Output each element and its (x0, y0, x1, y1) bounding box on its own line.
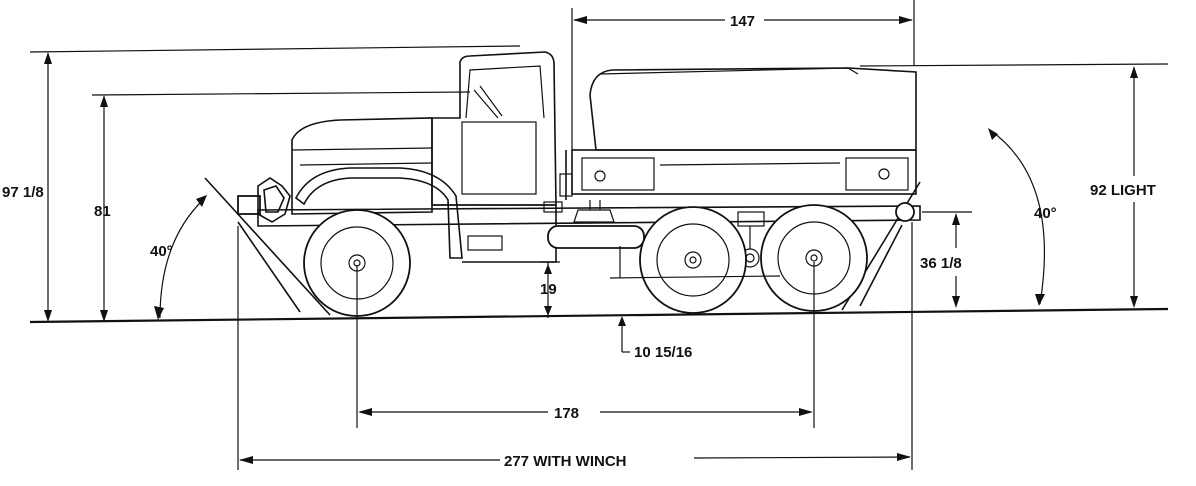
suspension (737, 211, 765, 227)
departure-angle-label: 40° (1034, 205, 1057, 222)
ground-clearance-label: 19 (540, 281, 557, 298)
hood (291, 117, 433, 215)
wheelbase-label: 178 (554, 405, 579, 422)
height-light-label: 92 LIGHT (1090, 182, 1156, 199)
tank-length-label: 147 (730, 13, 755, 30)
tank-truck-outline (29, 51, 1169, 324)
approach-angle-label: 40° (150, 243, 173, 260)
dimension-lines (29, 0, 1169, 470)
air-tank (547, 225, 645, 249)
tank (589, 67, 917, 151)
tail-light (895, 202, 915, 222)
tank-compartment (571, 149, 917, 195)
tailgate-height-label: 36 1/8 (920, 255, 962, 272)
cab (431, 51, 557, 206)
rear-wheel-1 (639, 206, 747, 314)
ground-line (29, 307, 1169, 324)
cab-window (465, 65, 545, 119)
cab-door (461, 121, 537, 195)
steering-wheel (473, 89, 499, 119)
overall-length-label: 277 WITH WINCH (504, 453, 627, 470)
cab-height-label: 81 (94, 203, 111, 220)
front-fender (294, 167, 463, 259)
axle-clearance-label: 10 15/16 (634, 344, 692, 361)
winch (237, 195, 261, 215)
overall-height-label: 97 1/8 (2, 184, 44, 201)
approach-angle-line (204, 177, 331, 316)
